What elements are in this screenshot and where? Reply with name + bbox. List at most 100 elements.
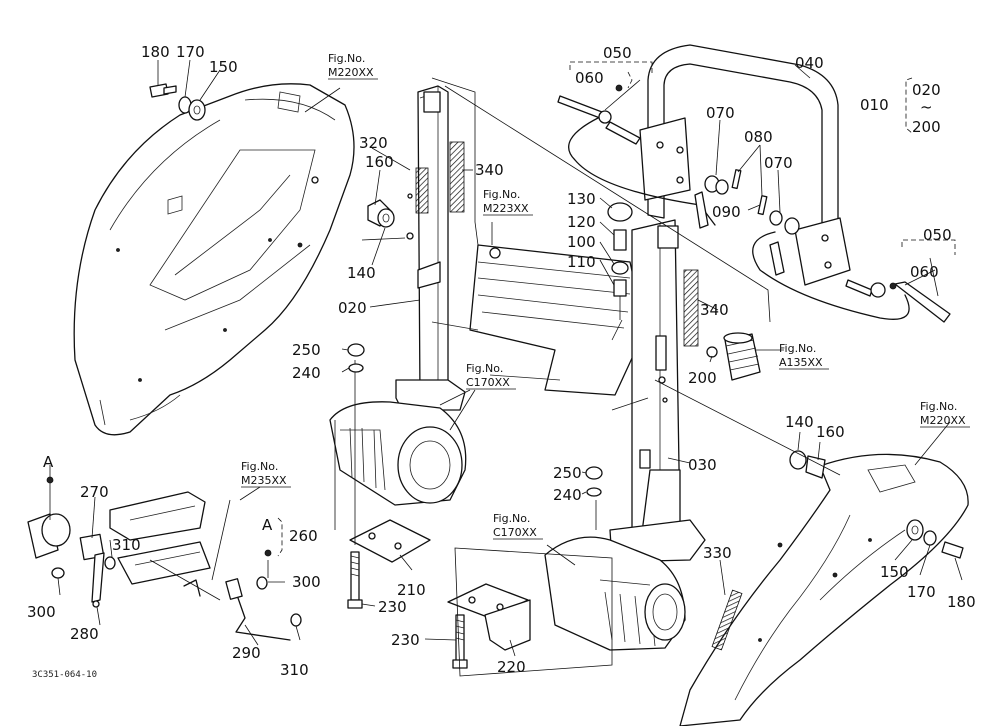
left-fender-fasteners	[149, 83, 206, 121]
label-090: 090	[712, 203, 741, 221]
center-panel	[431, 244, 646, 396]
lock-pins-right	[752, 231, 951, 323]
hinge-hardware	[704, 169, 800, 235]
label-050-top: 050	[603, 44, 632, 62]
label-140-right: 140	[785, 413, 814, 431]
label-020-post: 020	[338, 299, 367, 317]
fig-label-c170-bottom: Fig.No.	[493, 512, 530, 525]
nut-250-left	[347, 343, 365, 357]
label-070-a: 070	[706, 104, 735, 122]
callout-dot-a-mid	[264, 549, 272, 557]
center-cap-stack	[607, 202, 633, 320]
callout-dot-050-right	[889, 282, 897, 290]
right-rops-post	[609, 219, 706, 563]
washer-240-right	[586, 487, 602, 497]
label-260: 260	[289, 527, 318, 545]
rops-arch	[639, 44, 851, 286]
label-310-a: 310	[112, 536, 141, 554]
nut-250-right	[585, 466, 603, 480]
construction-lines	[149, 77, 841, 677]
callout-a-mid: A	[262, 516, 273, 534]
label-070-b: 070	[764, 154, 793, 172]
lock-pins-left	[557, 95, 716, 229]
label-010: 010	[860, 96, 889, 114]
label-170-left: 170	[176, 43, 205, 61]
fig-ref-a135: A135XX	[779, 356, 823, 369]
label-250-right: 250	[553, 464, 582, 482]
right-axle-housing	[544, 536, 686, 651]
bushing-right	[789, 450, 826, 479]
label-320: 320	[359, 134, 388, 152]
label-130: 130	[567, 190, 596, 208]
label-290: 290	[232, 644, 261, 662]
label-100: 100	[567, 233, 596, 251]
label-300-a: 300	[27, 603, 56, 621]
fig-ref-c170-top: C170XX	[466, 376, 510, 389]
label-160-right: 160	[816, 423, 845, 441]
right-fender-fasteners	[906, 519, 964, 559]
fig-ref-m223: M223XX	[483, 202, 529, 215]
label-040: 040	[795, 54, 824, 72]
fig-label-a135: Fig.No.	[779, 342, 816, 355]
fig-ref-c170-bottom: C170XX	[493, 526, 537, 539]
label-330: 330	[703, 544, 732, 562]
bracket-050-right	[901, 239, 956, 255]
drawing-code: 3C351-064-10	[32, 670, 97, 680]
label-310-b: 310	[280, 661, 309, 679]
washer-240-left	[348, 363, 364, 373]
leader-lines	[49, 59, 963, 657]
bracket-050-top	[569, 61, 653, 89]
label-250-left: 250	[292, 341, 321, 359]
label-020-range: 020	[912, 81, 941, 99]
fig-ref-m220-left: M220XX	[328, 66, 374, 79]
left-fender	[73, 83, 355, 436]
fig-label-c170-top: Fig.No.	[466, 362, 503, 375]
fig-label-m223: Fig.No.	[483, 188, 520, 201]
label-180-right: 180	[947, 593, 976, 611]
decal-right	[683, 269, 699, 347]
label-230-b: 230	[391, 631, 420, 649]
label-150-left: 150	[209, 58, 238, 76]
label-060-top: 060	[575, 69, 604, 87]
switch-assembly	[27, 491, 302, 641]
label-210: 210	[397, 581, 426, 599]
label-160-left: 160	[365, 153, 394, 171]
fig-label-m235: Fig.No.	[241, 460, 278, 473]
label-140-left: 140	[347, 264, 376, 282]
fig-label-m220-right: Fig.No.	[920, 400, 957, 413]
label-180-left: 180	[141, 43, 170, 61]
fig-ref-m235: M235XX	[241, 474, 287, 487]
label-150-right: 150	[880, 563, 909, 581]
label-060-right: 060	[910, 263, 939, 281]
bracket-010	[905, 77, 913, 134]
left-plate-and-bolt	[347, 360, 431, 609]
decal-left	[449, 141, 465, 213]
fig-ref-m220-right: M220XX	[920, 414, 966, 427]
filter-cylinder	[706, 332, 761, 381]
right-fender	[679, 453, 969, 726]
right-plate-and-bolt	[447, 583, 531, 669]
label-230-a: 230	[378, 598, 407, 616]
callout-dot-a-left	[46, 476, 54, 484]
label-340-right: 340	[700, 301, 729, 319]
label-110: 110	[567, 253, 596, 271]
part-labels: 180 170 150 320 160 340 140 020 250 240 …	[27, 43, 976, 679]
fig-label-m220-left: Fig.No.	[328, 52, 365, 65]
left-axle-housing	[329, 401, 467, 506]
label-300-b: 300	[292, 573, 321, 591]
callout-dot-050-top	[615, 84, 623, 92]
figure-references: Fig.No. M220XX Fig.No. M223XX Fig.No. C1…	[241, 52, 970, 540]
label-270: 270	[80, 483, 109, 501]
label-240-left: 240	[292, 364, 321, 382]
label-200: 200	[688, 369, 717, 387]
label-170-right: 170	[907, 583, 936, 601]
callout-a-left: A	[43, 453, 54, 471]
label-range-tilde: ~	[920, 98, 933, 116]
label-120: 120	[567, 213, 596, 231]
bracket-260	[277, 517, 283, 557]
label-080: 080	[744, 128, 773, 146]
label-340-left: 340	[475, 161, 504, 179]
label-240-right: 240	[553, 486, 582, 504]
label-030: 030	[688, 456, 717, 474]
